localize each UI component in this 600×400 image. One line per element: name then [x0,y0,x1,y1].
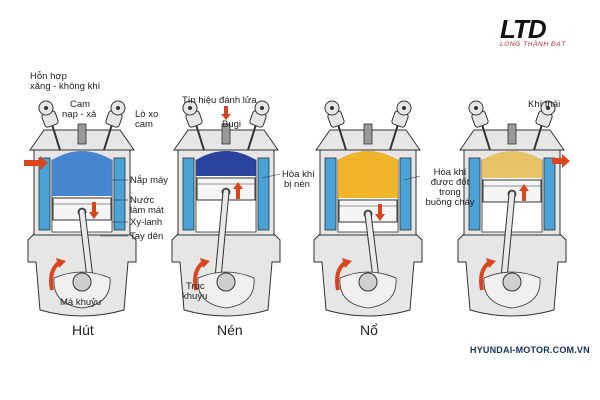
label-burned-2: được đốt [430,177,470,188]
crank-journal-power [358,272,378,292]
label-coolant-2: làm mát [130,205,164,216]
cam-hub-exhaust-0 [474,106,478,110]
label-crankshaft-2: khuỷu [182,291,208,302]
rod-fill-exhaust [501,191,515,281]
brand-watermark: HYUNDAI-MOTOR.COM.VN [470,345,590,355]
logo-text: LTD [500,14,547,44]
label-spring-1: Lò xo [135,109,159,120]
coolant-left-intake [38,157,51,231]
label-spark-plug: Bugi [222,119,242,130]
coolant-left-exhaust [468,157,481,231]
piston-arrow-exhaust [519,184,529,201]
cam-hub-power-1 [402,106,406,110]
spark-plug-intake [77,123,87,145]
label-ignition-signal: Tín hiệu đánh lửa [182,95,257,106]
label-compressed-1: Hòa khí [282,169,315,180]
crank-arrowhead-compression [200,258,210,268]
label-exhaust: Khí thải [528,99,561,110]
cam-hub-intake-1 [116,106,120,110]
crank-journal-intake [72,272,92,292]
cam-hub-compression-0 [188,106,192,110]
rod-fill-intake [79,209,93,281]
coolant-left-power [324,157,337,231]
coolant-right-compression [257,157,270,231]
ltd-logo: LTD LONG THÀNH ĐẠT [500,14,580,54]
leader-line-4 [261,173,281,179]
rod-fill-compression [215,189,229,281]
gas-power [338,151,398,198]
gas-compression [196,151,256,176]
label-cam-1: Cam [70,99,91,110]
label-crankshaft-1: Trục [186,281,205,292]
crank-arrowhead-intake [56,258,66,268]
label-burned-3: trong [439,187,461,198]
spark-plug-power [363,123,373,145]
spark-plug-compression [221,123,231,145]
stroke-name-intake: Hút [72,322,94,338]
coolant-right-exhaust [543,157,556,231]
piston-arrow-power [375,204,385,221]
label-burned-4: buồng cháy [425,197,475,208]
stroke-name-power: Nổ [360,322,378,338]
cam-hub-power-0 [330,106,334,110]
label-burned-1: Hòa khí [433,167,467,178]
crank-arrowhead-power [342,258,352,268]
cam-hub-intake-0 [44,106,48,110]
crank-journal-exhaust [502,272,522,292]
gas-exhaust [482,151,542,178]
coolant-right-power [399,157,412,231]
crank-journal-compression [216,272,236,292]
coolant-left-compression [182,157,195,231]
intake-arrow [24,156,48,170]
spark-plug-exhaust [507,123,517,145]
coolant-right-intake [113,157,126,231]
label-spring-2: cam [135,119,153,130]
label-head: Nắp máy [130,175,169,186]
piston-arrow-compression [233,182,243,199]
piston-arrow-intake [89,202,99,219]
label-rod: Tay dên [130,231,164,242]
gas-intake [52,151,112,196]
label-mixture-1: Hỗn hợp [30,71,67,82]
label-coolant-1: Nước [130,195,155,206]
label-mixture-2: xăng - không khí [30,81,101,92]
label-compressed-2: bị nén [284,179,310,190]
label-crank-weight: Má khuỷu [60,297,102,308]
rod-fill-power [365,211,379,281]
stroke-name-compression: Nén [217,322,243,338]
crank-arrowhead-exhaust [486,258,496,268]
label-cam-2: nạp - xả [62,109,97,120]
label-cylinder: Xy-lanh [130,217,163,228]
ignition-arrow [221,106,231,120]
leader-line-5 [403,175,421,181]
logo-subtitle: LONG THÀNH ĐẠT [500,41,566,48]
cam-hub-compression-1 [260,106,264,110]
exhaust-arrow [552,154,570,168]
cam-hub-exhaust-1 [546,106,550,110]
